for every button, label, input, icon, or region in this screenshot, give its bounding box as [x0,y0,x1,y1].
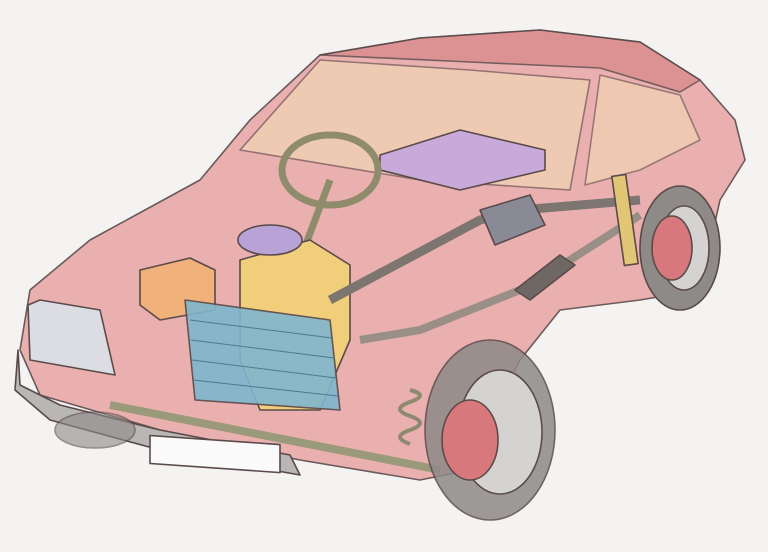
side-window [584,74,701,186]
rear-brake-drum [651,215,693,281]
front-wheel [424,339,556,521]
front-brake-disc [441,399,499,481]
left-front-tyre [54,411,136,449]
gearbox [479,194,546,246]
front-coil-spring [398,388,422,446]
licence-plate [149,434,281,474]
air-filter [237,224,303,256]
steering-wheel [278,131,382,209]
roof [319,29,701,93]
rear-wheel [639,185,721,311]
muffler [514,254,576,301]
radiator [184,299,341,411]
steering-rack [109,401,441,474]
rear-shock-absorber [611,173,639,267]
headlight [27,299,116,376]
